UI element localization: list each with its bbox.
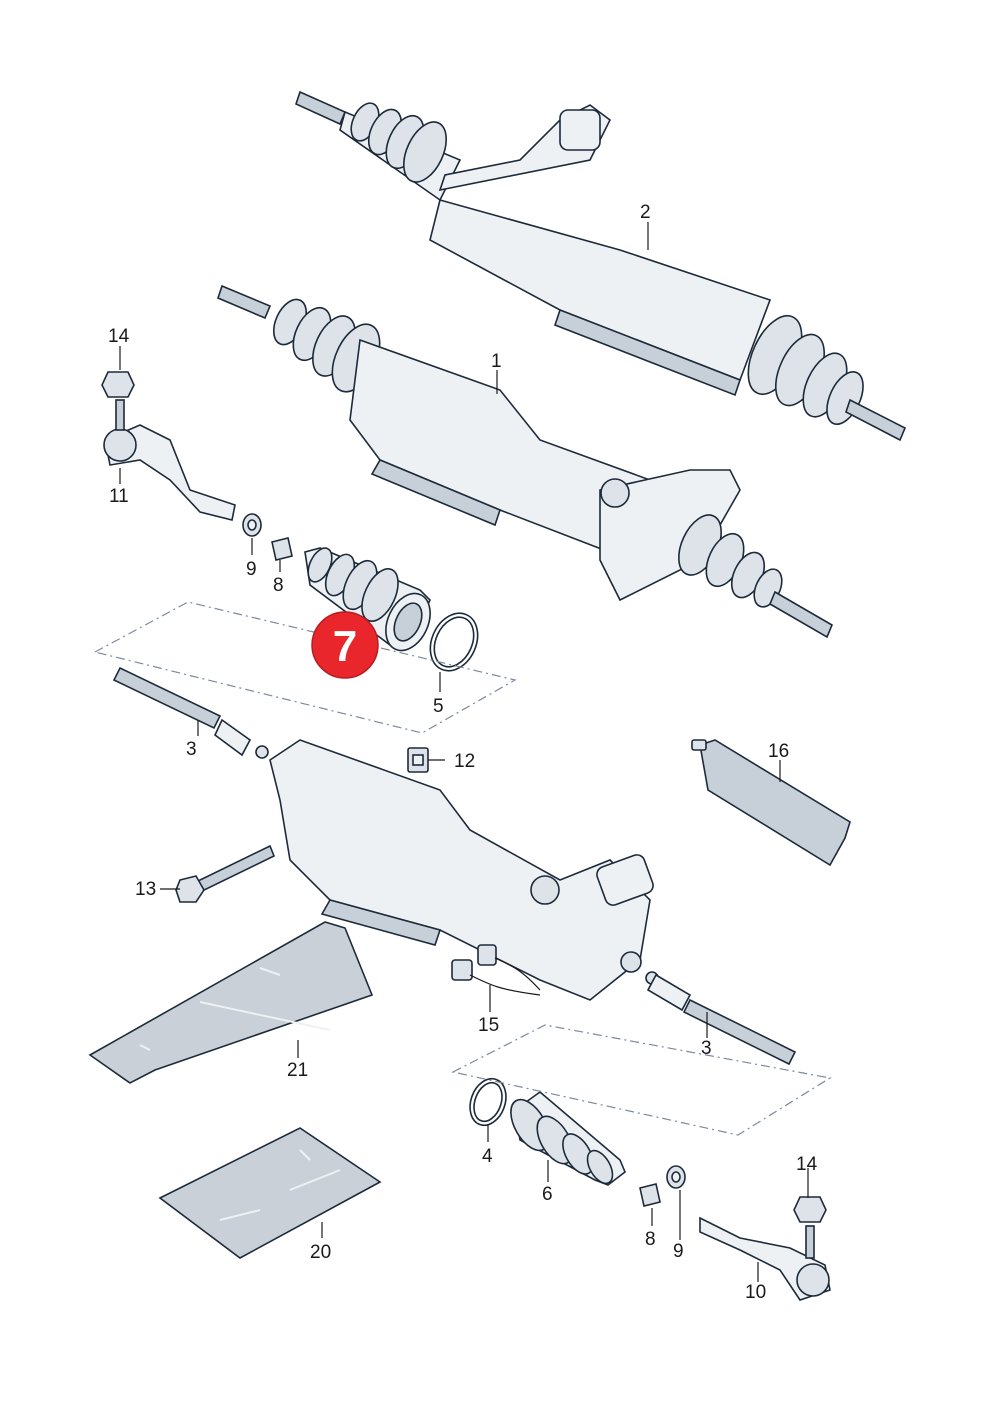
washer-9-upper[interactable] <box>242 513 262 537</box>
tie-rod-3-lower[interactable] <box>645 971 797 1066</box>
tie-rod-end-11[interactable] <box>103 424 236 521</box>
steering-rack-assembly-lower[interactable] <box>269 739 655 1001</box>
highlight-badge-circle <box>311 611 379 679</box>
callout-20: 20 <box>310 1242 331 1263</box>
callout-4: 4 <box>482 1146 493 1167</box>
steering-rack-assembly-1[interactable] <box>217 284 834 639</box>
callout-15: 15 <box>478 1015 499 1036</box>
clamp-ring-5[interactable] <box>421 606 486 679</box>
group-frame-upper <box>93 601 517 734</box>
callout-1: 1 <box>491 351 502 372</box>
clamp-8-upper[interactable] <box>271 537 293 561</box>
callout-8-lower: 8 <box>645 1229 656 1250</box>
sensor-15[interactable] <box>451 944 541 996</box>
callout-13: 13 <box>135 879 156 900</box>
callout-9-upper: 9 <box>246 559 257 580</box>
callout-10: 10 <box>745 1282 766 1303</box>
callout-labels: 2 1 14 11 9 8 5 3 12 16 13 15 3 21 4 6 1… <box>108 202 818 1303</box>
callout-9-lower: 9 <box>673 1241 684 1262</box>
highlight-badge-label: 7 <box>333 622 357 671</box>
insulation-mat-21[interactable] <box>88 921 374 1084</box>
callout-6: 6 <box>542 1184 553 1205</box>
callout-8-upper: 8 <box>273 575 284 596</box>
nut-14-upper[interactable] <box>101 371 135 431</box>
nut-14-lower[interactable] <box>793 1196 827 1259</box>
callout-14-lower: 14 <box>796 1154 818 1175</box>
callout-11: 11 <box>109 486 129 507</box>
washer-9-lower[interactable] <box>666 1165 686 1189</box>
callout-12: 12 <box>454 751 475 772</box>
callout-2: 2 <box>640 202 651 223</box>
callout-21: 21 <box>287 1060 308 1081</box>
boot-6[interactable] <box>503 1090 626 1188</box>
steering-rack-assembly-2[interactable] <box>295 90 907 442</box>
callout-3-upper: 3 <box>186 739 197 760</box>
group-frame-lower <box>451 1024 832 1136</box>
callout-14-upper: 14 <box>108 326 130 347</box>
callout-16: 16 <box>768 741 789 762</box>
grease-tube-16[interactable] <box>691 739 851 867</box>
insulation-mat-20[interactable] <box>158 1127 382 1259</box>
tie-rod-end-10[interactable] <box>699 1216 831 1301</box>
clamp-8-lower[interactable] <box>639 1183 661 1207</box>
nut-12[interactable] <box>407 747 429 773</box>
highlight-badge-7[interactable]: 7 <box>311 611 379 679</box>
callout-3-lower: 3 <box>701 1038 712 1059</box>
tie-rod-3-upper[interactable] <box>112 666 269 759</box>
bolt-13[interactable] <box>175 844 276 903</box>
callout-5: 5 <box>433 696 444 717</box>
leader-lines <box>119 222 809 1282</box>
boot-7[interactable] <box>303 544 438 657</box>
clamp-ring-4[interactable] <box>464 1074 512 1131</box>
